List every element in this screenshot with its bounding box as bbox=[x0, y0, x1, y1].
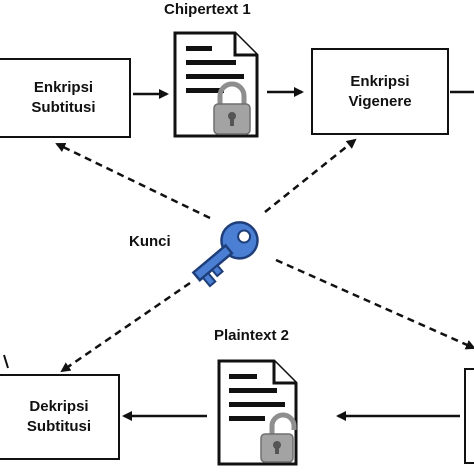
enkripsi-vigenere-box: Enkripsi Vigenere bbox=[311, 48, 449, 135]
enkripsi-vigenere-line2: Vigenere bbox=[348, 92, 412, 110]
key-icon bbox=[191, 221, 259, 288]
dekripsi-subtitusi-line2: Subtitusi bbox=[26, 418, 92, 435]
enkripsi-vigenere-line1: Enkripsi bbox=[350, 72, 410, 90]
dashed-key-to-enkripsi-vigenere bbox=[264, 138, 357, 213]
enkripsi-subtitusi-box: Enkripsi Subtitusi bbox=[0, 58, 131, 138]
kunci-label: Kunci bbox=[129, 233, 171, 250]
chipertext-1-label: Chipertext 1 bbox=[164, 1, 251, 18]
plaintext-2-label: Plaintext 2 bbox=[214, 327, 290, 344]
chipertext-document-icon bbox=[173, 31, 259, 138]
enkripsi-subtitusi-line1: Enkripsi bbox=[33, 79, 94, 96]
dekripsi-subtitusi-box: Dekripsi Subtitusi bbox=[0, 374, 120, 460]
arrow-left-edge bbox=[3, 354, 9, 369]
dashed-key-to-dekripsi-subtitusi bbox=[60, 281, 191, 373]
lock-open-icon bbox=[260, 412, 297, 463]
dashed-key-to-right bbox=[275, 258, 474, 350]
right-edge-box bbox=[464, 368, 474, 464]
enkripsi-subtitusi-line2: Subtitusi bbox=[31, 99, 96, 116]
dashed-key-to-enkripsi-subtitusi bbox=[55, 142, 211, 220]
lock-closed-icon bbox=[213, 81, 251, 135]
dekripsi-subtitusi-line1: Dekripsi bbox=[29, 398, 89, 415]
plaintext-document-icon bbox=[217, 359, 298, 466]
